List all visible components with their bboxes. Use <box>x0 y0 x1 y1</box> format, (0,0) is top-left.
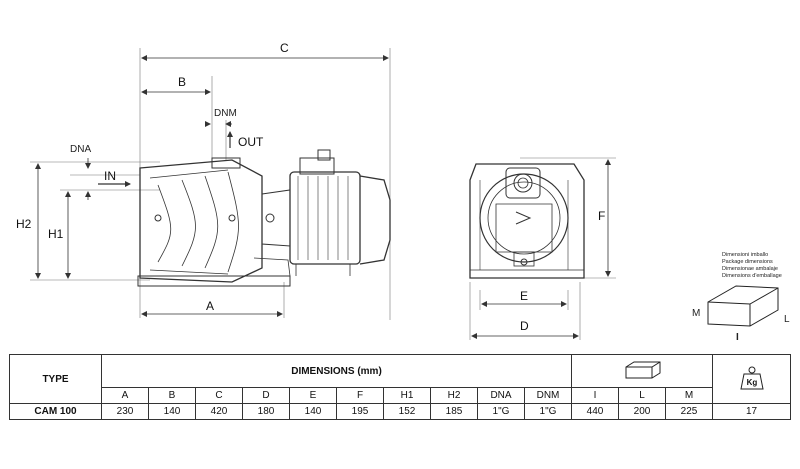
package-caption-2: Package dimensions <box>722 259 773 265</box>
package-label-l: L <box>784 314 790 325</box>
package-box-icon <box>625 361 661 378</box>
label-d: D <box>520 319 529 333</box>
package-caption-1: Dimensioni imballo <box>722 252 768 258</box>
dimensions-header: DIMENSIONS (mm) <box>101 354 572 388</box>
table-row: CAM 100 230 140 420 180 140 195 152 185 … <box>9 403 791 420</box>
value-b: 140 <box>148 403 196 420</box>
col-c: C <box>195 387 243 404</box>
label-dnm: DNM <box>214 108 237 119</box>
package-label-i: I <box>736 332 739 343</box>
label-b: B <box>178 75 186 89</box>
side-view <box>30 48 391 320</box>
value-dna: 1"G <box>477 403 525 420</box>
label-f: F <box>598 209 605 223</box>
model-name: CAM 100 <box>9 403 102 420</box>
dimensions-table: TYPE DIMENSIONS (mm) Kg A B C D E F H1 H… <box>9 354 791 420</box>
col-dnm: DNM <box>524 387 572 404</box>
col-b: B <box>148 387 196 404</box>
label-in: IN <box>104 169 116 183</box>
label-h1: H1 <box>48 227 64 241</box>
col-h1: H1 <box>383 387 431 404</box>
value-m: 225 <box>665 403 713 420</box>
col-d: D <box>242 387 290 404</box>
value-e: 140 <box>289 403 337 420</box>
package-caption-3: Dimensionae ambalaje <box>722 266 778 272</box>
col-i: I <box>571 387 619 404</box>
weight-header: Kg <box>712 354 791 404</box>
package-dimensions-diagram: Dimensioni imballo Package dimensions Di… <box>692 252 790 343</box>
value-h1: 152 <box>383 403 431 420</box>
type-header: TYPE <box>9 354 102 404</box>
value-l: 200 <box>618 403 666 420</box>
package-header <box>571 354 713 388</box>
pump-technical-drawing: C B DNM OUT DNA IN H2 H1 A <box>16 41 790 343</box>
value-h2: 185 <box>430 403 478 420</box>
value-dnm: 1"G <box>524 403 572 420</box>
front-view <box>469 157 616 340</box>
front-view-labels: F E D <box>520 209 605 333</box>
col-a: A <box>101 387 149 404</box>
value-f: 195 <box>336 403 384 420</box>
label-c: C <box>280 41 289 55</box>
col-e: E <box>289 387 337 404</box>
box-icon <box>707 285 779 327</box>
weight-unit: Kg <box>746 378 757 387</box>
col-l: L <box>618 387 666 404</box>
label-a: A <box>206 299 214 313</box>
package-label-m: M <box>692 308 700 319</box>
value-a: 230 <box>101 403 149 420</box>
label-e: E <box>520 289 528 303</box>
label-dna: DNA <box>70 144 91 155</box>
col-m: M <box>665 387 713 404</box>
label-out: OUT <box>238 135 264 149</box>
value-c: 420 <box>195 403 243 420</box>
col-h2: H2 <box>430 387 478 404</box>
col-dna: DNA <box>477 387 525 404</box>
value-d: 180 <box>242 403 290 420</box>
side-view-labels: C B DNM OUT DNA IN H2 H1 A <box>16 41 289 313</box>
value-weight: 17 <box>712 403 791 420</box>
col-f: F <box>336 387 384 404</box>
weight-icon: Kg <box>739 366 764 389</box>
value-i: 440 <box>571 403 619 420</box>
label-h2: H2 <box>16 217 32 231</box>
package-caption-4: Dimensions d'emballage <box>722 273 782 279</box>
column-letters-row: A B C D E F H1 H2 DNA DNM I L M <box>10 387 791 404</box>
